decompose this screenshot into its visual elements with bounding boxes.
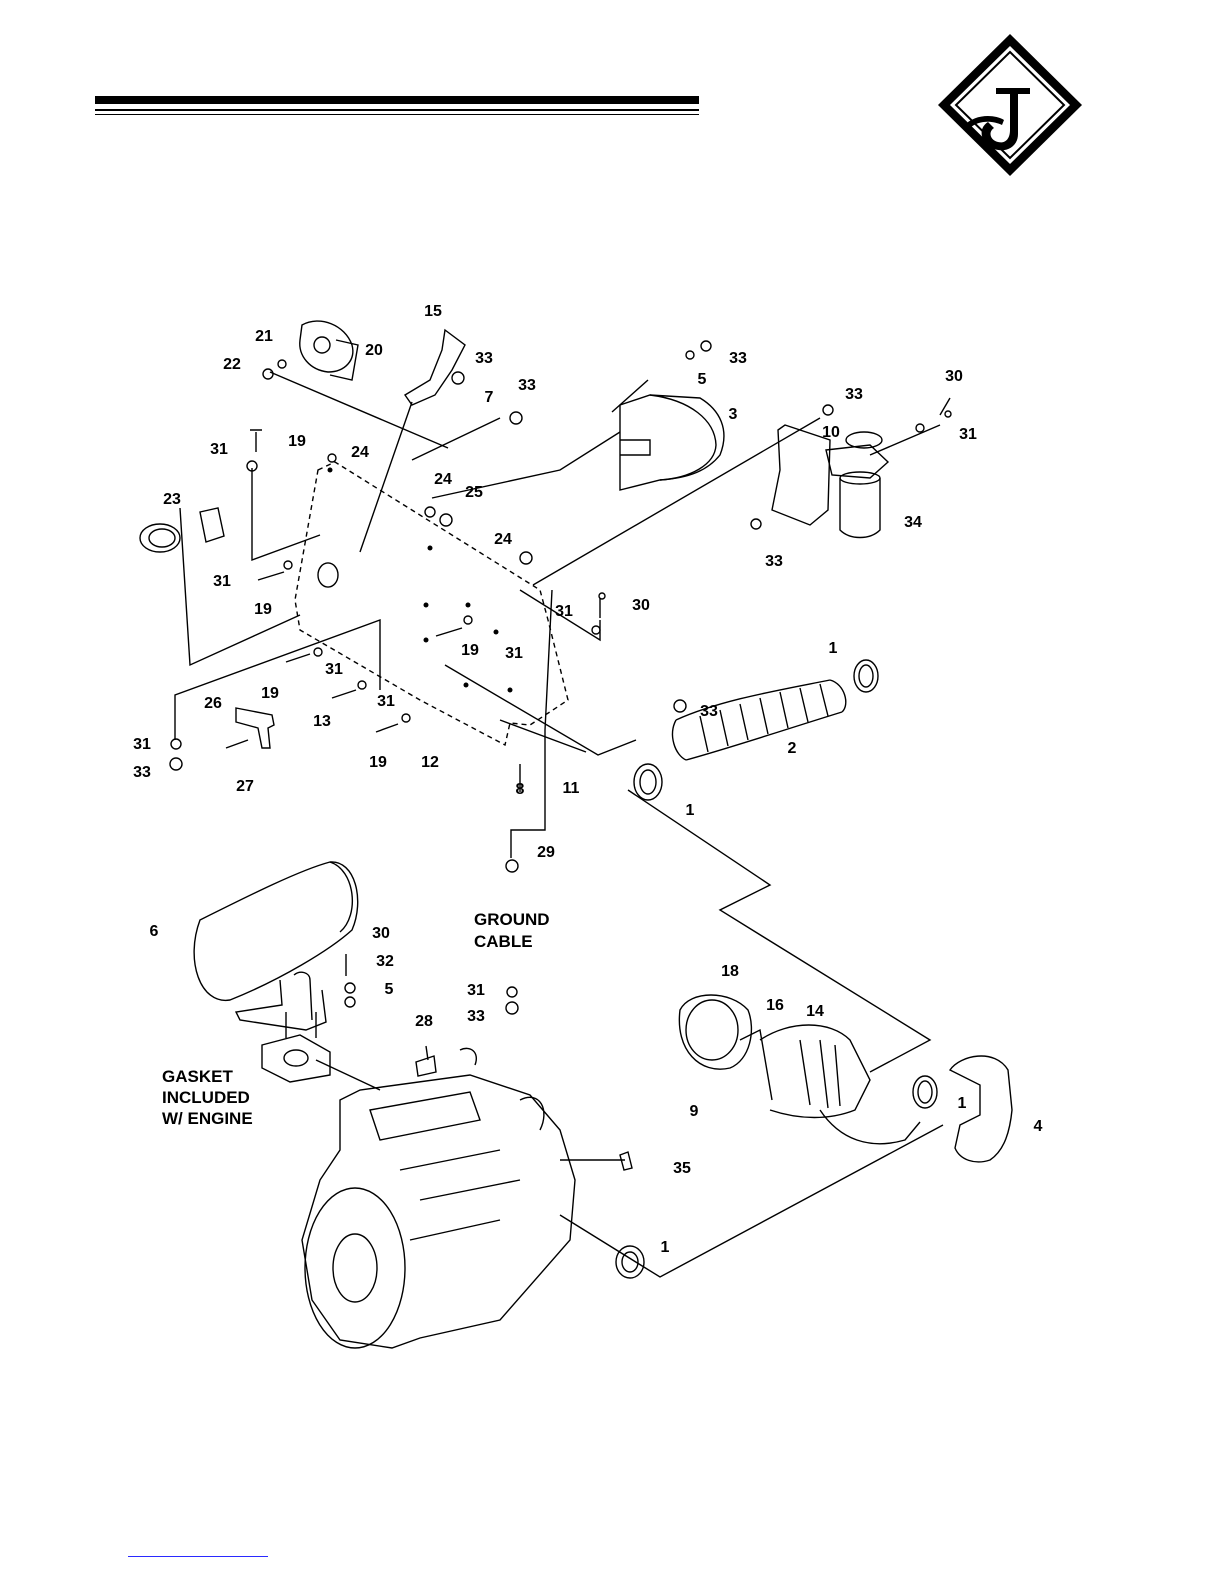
callout-c18: 18: [721, 963, 739, 980]
air-cleaner-assembly: [679, 995, 920, 1144]
callout-c31d: 31: [555, 603, 573, 620]
callout-c8: 8: [516, 781, 525, 798]
muffler-6: [194, 862, 358, 1030]
callout-c30a: 30: [945, 368, 963, 385]
callout-c1b: 1: [686, 802, 695, 819]
callout-c29: 29: [537, 844, 555, 861]
callout-c19a: 19: [288, 433, 306, 450]
callout-c3: 3: [729, 406, 738, 423]
callout-c19c: 19: [461, 642, 479, 659]
callout-c31i: 31: [467, 982, 485, 999]
callout-c19b: 19: [254, 601, 272, 618]
callout-c35: 35: [673, 1160, 691, 1177]
callout-c31g: 31: [377, 693, 395, 710]
callout-c16: 16: [766, 997, 784, 1014]
callout-c31f: 31: [325, 661, 343, 678]
callout-c14: 14: [806, 1003, 824, 1020]
callout-c6: 6: [150, 923, 159, 940]
callout-c31c: 31: [213, 573, 231, 590]
callout-c30b: 30: [632, 597, 650, 614]
hose-clamp-1b: [634, 764, 662, 800]
callout-c33h: 33: [467, 1008, 485, 1025]
hose-clamp-1a: [854, 660, 878, 692]
callout-c1c: 1: [958, 1095, 967, 1112]
engine-block: [302, 1048, 575, 1348]
callout-c22: 22: [223, 356, 241, 373]
callout-c15: 15: [424, 303, 442, 320]
intake-hose-2: [673, 680, 846, 760]
mounting-plate-12: [295, 462, 568, 745]
callout-c4: 4: [1034, 1118, 1043, 1135]
callout-c32: 32: [376, 953, 394, 970]
gasket: [262, 1035, 330, 1082]
ground-cable-note-line2: CABLE: [474, 932, 533, 951]
hose-clamp-1d: [616, 1246, 644, 1278]
callout-c1a: 1: [829, 640, 838, 657]
callout-c23: 23: [163, 491, 181, 508]
callout-c13: 13: [313, 713, 331, 730]
gasket-note-line3: W/ ENGINE: [162, 1109, 253, 1128]
hose-clamp-1c: [913, 1076, 937, 1108]
callout-c24a: 24: [351, 444, 369, 461]
callout-c28: 28: [415, 1013, 433, 1030]
sensor-35: [620, 1152, 632, 1170]
callout-c34: 34: [904, 514, 922, 531]
callout-c33d: 33: [845, 386, 863, 403]
callout-c20: 20: [365, 342, 383, 359]
plate-opening: [318, 563, 338, 587]
callout-c33b: 33: [729, 350, 747, 367]
callout-c27: 27: [236, 778, 254, 795]
callout-c7: 7: [485, 389, 494, 406]
callout-c26: 26: [204, 695, 222, 712]
callout-c11: 11: [563, 780, 580, 797]
callout-c30c: 30: [372, 925, 390, 942]
callout-c33c: 33: [518, 377, 536, 394]
gasket-note-line2: INCLUDED: [162, 1088, 250, 1107]
callout-c31b: 31: [210, 441, 228, 458]
callout-c10: 10: [822, 424, 840, 441]
callout-c5a: 5: [698, 371, 707, 388]
callout-c33f: 33: [700, 703, 718, 720]
ground-cable-note-line1: GROUND: [474, 910, 550, 929]
callout-c12: 12: [421, 754, 439, 771]
callout-c33e: 33: [765, 553, 783, 570]
callout-c24c: 24: [494, 531, 512, 548]
horn-20: [300, 321, 358, 380]
callout-c2: 2: [788, 740, 797, 757]
callout-c31a: 31: [959, 426, 977, 443]
callout-c31h: 31: [133, 736, 151, 753]
callout-c5b: 5: [385, 981, 394, 998]
gasket-note-line1: GASKET: [162, 1067, 233, 1086]
callout-c19e: 19: [369, 754, 387, 771]
callout-c1d: 1: [661, 1239, 670, 1256]
callout-c33g: 33: [133, 764, 151, 781]
fuel-filter-34: [826, 432, 888, 538]
bracket-15: [405, 330, 465, 405]
air-filter-clamp-3: [620, 395, 724, 490]
callout-c24b: 24: [434, 471, 452, 488]
callout-c25: 25: [465, 484, 483, 501]
callout-c9: 9: [690, 1103, 699, 1120]
callout-c31e: 31: [505, 645, 523, 662]
bolts: [226, 398, 950, 1060]
callout-c19d: 19: [261, 685, 279, 702]
callout-c21: 21: [255, 328, 273, 345]
footer-link-underline[interactable]: [128, 1556, 268, 1557]
callout-c33a: 33: [475, 350, 493, 367]
hardware-dots: [328, 468, 513, 693]
